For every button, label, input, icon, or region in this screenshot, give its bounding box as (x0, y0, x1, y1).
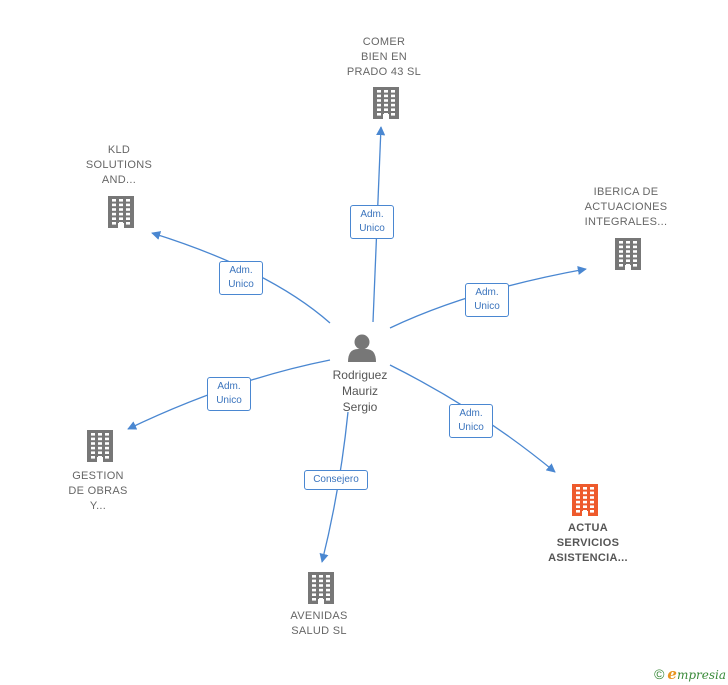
node-label-actua[interactable]: ACTUA SERVICIOS ASISTENCIA... (513, 521, 663, 566)
label-line: SOLUTIONS (85, 159, 153, 171)
label-line: Unico (474, 301, 500, 312)
edge-label-avenidas: Consejero (304, 470, 368, 490)
copyright-footer: ©empresia (654, 665, 726, 683)
edge-label-gestion: Adm. Unico (207, 377, 251, 411)
label-line: Unico (216, 395, 242, 406)
label-line: PRADO 43 SL (346, 66, 422, 78)
person-icon[interactable] (348, 334, 376, 363)
label-line: GESTION (72, 470, 124, 482)
label-line: Adm. (475, 287, 499, 298)
copyright-symbol: © (654, 666, 665, 682)
label-line: Consejero (313, 474, 359, 485)
edge-label-iberica: Adm. Unico (465, 283, 509, 317)
node-label-comer[interactable]: COMER BIEN EN PRADO 43 SL (309, 35, 459, 80)
building-icon[interactable] (615, 238, 641, 270)
label-line: Y... (89, 500, 107, 512)
label-line: BIEN EN (360, 51, 408, 63)
label-line: Unico (458, 422, 484, 433)
label-line: DE OBRAS (68, 485, 128, 497)
label-line: KLD (107, 144, 131, 156)
label-line: Unico (228, 279, 254, 290)
label-line: SALUD SL (291, 625, 347, 637)
building-icon[interactable] (308, 572, 334, 604)
label-line: AND... (101, 174, 137, 186)
label-line: Mauriz (341, 384, 378, 398)
label-line: Rodriguez (332, 368, 388, 382)
building-icon[interactable] (108, 196, 134, 228)
node-label-kld[interactable]: KLD SOLUTIONS AND... (44, 143, 194, 188)
building-icon[interactable] (87, 430, 113, 462)
node-label-iberica[interactable]: IBERICA DE ACTUACIONES INTEGRALES... (551, 185, 701, 230)
label-line: ACTUA (568, 522, 608, 534)
brand-logo: empresia (667, 665, 726, 683)
label-line: ASISTENCIA... (548, 552, 628, 564)
label-line: IBERICA DE (593, 186, 659, 198)
node-label-gestion[interactable]: GESTION DE OBRAS Y... (23, 469, 173, 514)
edge-label-actua: Adm. Unico (449, 404, 493, 438)
label-line: COMER (362, 36, 406, 48)
label-line: Adm. (229, 265, 253, 276)
building-icon[interactable] (572, 484, 598, 516)
node-label-avenidas[interactable]: AVENIDAS SALUD SL (244, 609, 394, 639)
label-line: Unico (359, 223, 385, 234)
label-line: Sergio (342, 400, 378, 414)
label-line: Adm. (217, 381, 241, 392)
edge-label-comer: Adm. Unico (350, 205, 394, 239)
edge-label-kld: Adm. Unico (219, 261, 263, 295)
label-line: Adm. (459, 408, 483, 419)
label-line: SERVICIOS (556, 537, 620, 549)
label-line: INTEGRALES... (584, 216, 668, 228)
label-line: ACTUACIONES (584, 201, 668, 213)
label-line: Adm. (360, 209, 384, 220)
label-line: AVENIDAS (290, 610, 348, 622)
building-icon[interactable] (373, 87, 399, 119)
